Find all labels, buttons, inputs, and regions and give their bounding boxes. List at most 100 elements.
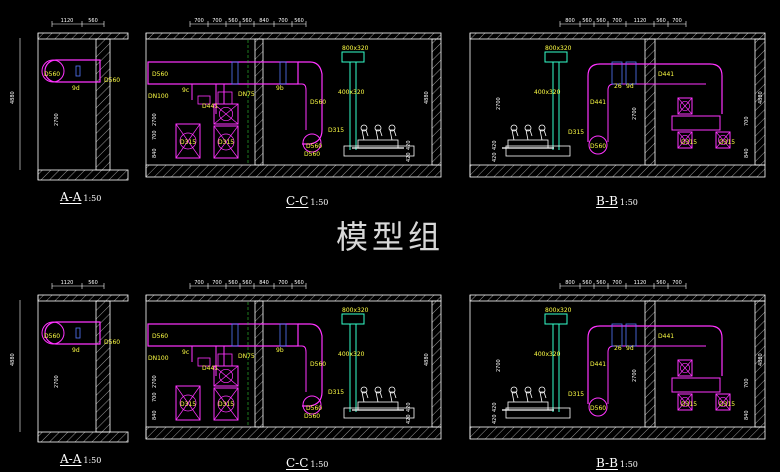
annotation-text: D315	[328, 127, 344, 134]
fan-motor	[361, 391, 369, 403]
annotation-text: D315	[180, 401, 196, 408]
section-name: C-C	[286, 194, 309, 208]
annotation-text: D560	[306, 405, 322, 412]
dimension-label: 560	[88, 280, 98, 286]
dimension-label: 560	[294, 280, 304, 286]
section-scale: 1:50	[83, 456, 102, 465]
equipment-frame	[677, 131, 693, 149]
dimension-label: 560	[294, 18, 304, 24]
duct-section	[588, 397, 608, 417]
duct-elbow	[298, 61, 323, 145]
dimension-label: 1120	[634, 18, 647, 24]
dimension-label: 420	[492, 414, 498, 424]
annotation-text: D315	[568, 391, 584, 398]
annotation-text: 9c	[182, 349, 189, 356]
line	[677, 97, 693, 115]
line	[175, 385, 201, 421]
equipment-frame	[715, 393, 731, 411]
dimension-label: 4880	[758, 91, 764, 104]
equipment-circle	[679, 396, 691, 408]
dimension-label: 4880	[758, 353, 764, 366]
dimension-label: 560	[228, 280, 238, 286]
dimension-label: 2700	[496, 97, 502, 110]
fan-motor	[511, 129, 519, 141]
drop-duct	[191, 84, 225, 114]
floor-slab	[469, 426, 766, 440]
section-name: B-B	[596, 194, 618, 208]
dimension-label: 560	[656, 18, 666, 24]
damper	[611, 61, 623, 85]
dimension-label: 420	[406, 140, 412, 150]
annotation-text: D315	[681, 139, 697, 146]
duct-section	[588, 135, 608, 155]
section-scale: 1:50	[619, 460, 638, 469]
equipment-box	[175, 385, 201, 421]
annotation-text: D315	[180, 139, 196, 146]
annotation-text: D560	[44, 71, 60, 78]
dimension-label: 700	[672, 280, 682, 286]
annotation-text: D560	[304, 151, 320, 158]
annotation-text: D315	[719, 139, 735, 146]
equipment-circle	[717, 134, 729, 146]
dimension-label: 700	[612, 280, 622, 286]
equipment-frame	[213, 103, 239, 125]
annotation-text: 800x320	[342, 307, 369, 314]
annotation-text: 400x320	[338, 89, 365, 96]
section-name: A-A	[60, 190, 82, 204]
annotation-text: DN75	[238, 353, 255, 360]
dimension-label: 2700	[152, 375, 158, 388]
section-scale: 1:50	[619, 198, 638, 207]
fan-plinth	[343, 407, 415, 419]
fan-wheel	[510, 124, 518, 132]
supply-head	[341, 51, 365, 63]
dimension-label: 700	[612, 18, 622, 24]
supply-head	[544, 51, 568, 63]
damper	[611, 323, 623, 347]
duct-section	[302, 133, 322, 153]
wall-mid	[95, 300, 111, 433]
dimension-label: 700	[744, 378, 750, 388]
line	[715, 131, 731, 149]
dimension-label: 840	[259, 18, 269, 24]
duct-elbow	[298, 323, 323, 407]
drop-fitting	[197, 357, 211, 367]
fan-wheel	[374, 386, 382, 394]
fan-wheel	[388, 386, 396, 394]
fan-wheel	[360, 386, 368, 394]
dimension-label: 840	[259, 280, 269, 286]
fan-plinth	[505, 145, 571, 157]
equipment-box	[677, 359, 693, 377]
wall-mid	[644, 300, 656, 428]
equipment-box	[677, 97, 693, 115]
fan-base	[357, 401, 399, 411]
annotation-text: DN75	[238, 91, 255, 98]
annotation-text: 400x320	[534, 89, 561, 96]
section-scale: 1:50	[310, 460, 329, 469]
annotation-text: D441	[658, 333, 674, 340]
wall-right	[754, 300, 766, 428]
dimension-label: 560	[242, 18, 252, 24]
dimension-label: 700	[744, 116, 750, 126]
dimension-label: 560	[656, 280, 666, 286]
dimension-label: 2700	[54, 375, 60, 388]
line	[213, 125, 239, 159]
section-name: B-B	[596, 456, 618, 470]
wall-mid	[254, 300, 264, 428]
equipment-circle	[717, 396, 729, 408]
floor-slab	[469, 164, 766, 178]
fan-motor	[361, 129, 369, 141]
supply-head	[544, 313, 568, 325]
wall-top	[145, 294, 442, 302]
annotation-text: D560	[310, 99, 326, 106]
dimension-label: 560	[582, 18, 592, 24]
dimension-label: 700	[152, 130, 158, 140]
annotation-text: D560	[304, 413, 320, 420]
dimension-label: 560	[228, 18, 238, 24]
wall-top	[145, 32, 442, 40]
